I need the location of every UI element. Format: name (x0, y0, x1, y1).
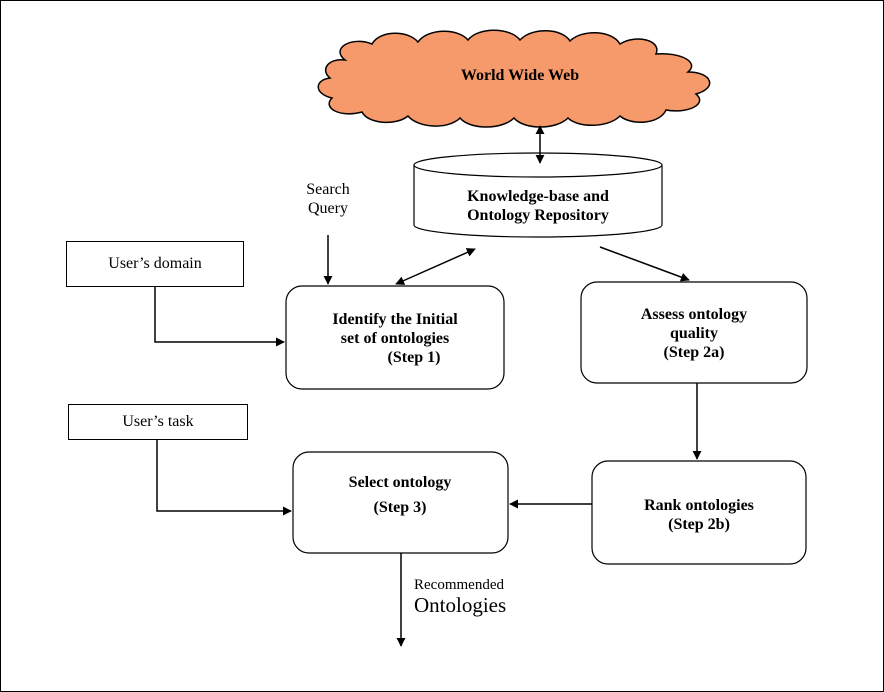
step2b-label-line-1: Rank ontologies (644, 497, 754, 514)
step1-label-line-1: Identify the Initial (332, 311, 458, 328)
step1-label-line-3: (Step 1) (387, 349, 441, 367)
step2a-label-line-2: quality (669, 325, 718, 343)
recommended-label-line-2: Ontologies (414, 593, 507, 617)
users-domain-box: User’s domain (66, 241, 244, 287)
step2b-box-shape (591, 460, 807, 565)
step1-box-shape (285, 285, 505, 390)
step3-label-line-1: Select ontology (348, 474, 452, 491)
step2a-label: Assess ontology quality (Step 2a) (585, 305, 803, 363)
step2a-label-line-3: (Step 2a) (663, 344, 725, 362)
search-query-label: Search Query (288, 180, 368, 218)
step2a-box-shape (580, 281, 808, 384)
users-domain-label: User’s domain (108, 255, 202, 272)
arrow-users-task-step3 (156, 440, 292, 516)
arrow-repository-step2a (599, 246, 690, 282)
repository-label-line-2: Ontology Repository (467, 207, 609, 225)
cylinder-body (413, 165, 663, 238)
recommended-label-line-1: Recommended (414, 577, 504, 593)
step1-label: Identify the Initial set of ontologies (… (292, 310, 498, 368)
search-query-line-2: Query (308, 200, 348, 218)
step2b-label: Rank ontologies (Step 2b) (597, 496, 801, 534)
cylinder-top (413, 152, 663, 178)
www-label: World Wide Web (420, 66, 620, 85)
repository-label: Knowledge-base and Ontology Repository (414, 187, 662, 225)
recommended-label: Recommended Ontologies (414, 576, 506, 616)
users-task-box: User’s task (68, 404, 248, 440)
repository-cylinder (413, 152, 663, 238)
repository-label-line-1: Knowledge-base and (467, 188, 609, 205)
www-cloud-shape (317, 29, 711, 128)
step1-label-line-2: set of ontologies (340, 330, 450, 348)
step3-label: Select ontology (Step 3) (300, 473, 500, 517)
www-cloud (317, 29, 711, 128)
step2b-label-line-2: (Step 2b) (668, 516, 730, 534)
step3-label-line-2: (Step 3) (373, 499, 427, 517)
www-label-text: World Wide Web (460, 67, 580, 84)
users-task-label: User’s task (122, 413, 194, 430)
arrow-step1-repository (395, 248, 476, 285)
arrow-users-domain-step1 (154, 287, 285, 347)
step2a-label-line-1: Assess ontology (640, 306, 748, 323)
search-query-line-1: Search (306, 181, 350, 198)
